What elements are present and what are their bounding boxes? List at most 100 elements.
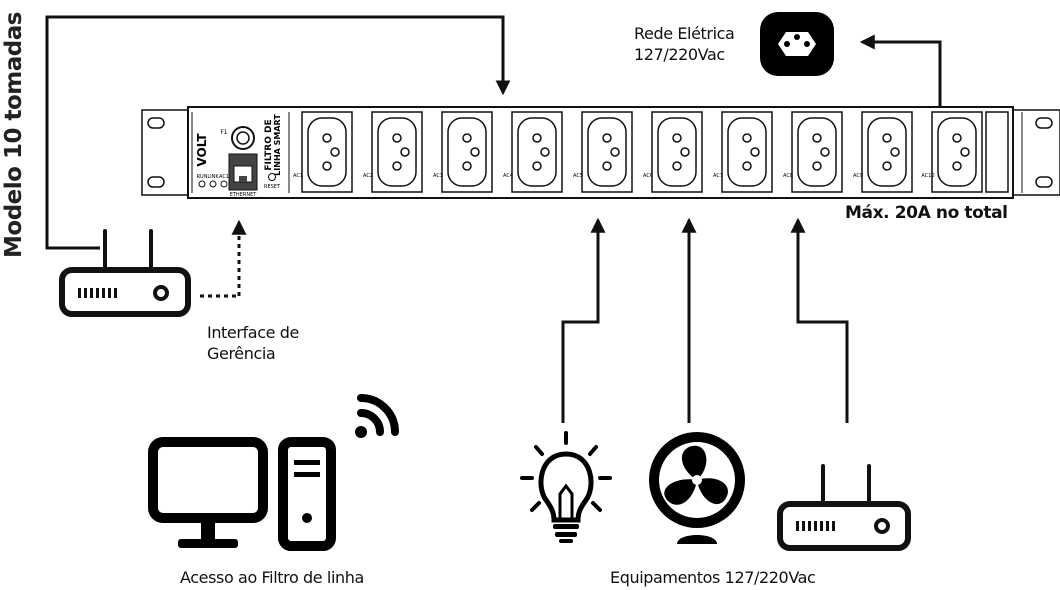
router-icon: [59, 229, 191, 317]
led-link-icon: [209, 180, 217, 188]
outlet-pin-icon: [462, 133, 472, 143]
outlet-label: AC4: [503, 173, 513, 179]
outlet-pin-icon: [540, 147, 550, 157]
outlet-socket-icon: [517, 117, 557, 187]
outlet-label: AC6: [643, 173, 653, 179]
strip-to-socket-arrow: [859, 34, 942, 108]
outlet-socket-icon: [657, 117, 697, 187]
wall-socket-icon: [760, 12, 834, 76]
led-label-run: RUN: [197, 174, 208, 180]
outlet-pin-icon: [602, 161, 612, 171]
management-interface-label: Interface de Gerência: [207, 322, 299, 364]
outlet-pin-icon: [882, 133, 892, 143]
outlet-label: AC1: [293, 173, 303, 179]
fan-icon: [649, 432, 745, 544]
led-label-ac1: AC1: [219, 174, 229, 180]
outlet-module: AC2: [363, 111, 423, 193]
outlet-pin-icon: [392, 161, 402, 171]
power-source-line2: 127/220Vac: [634, 45, 725, 64]
management-label-line1: Interface de: [207, 323, 299, 342]
light-bulb-icon: [520, 431, 612, 543]
mount-hole-icon: [1035, 176, 1053, 188]
outlet-module: AC8: [783, 111, 843, 193]
outlet-module: AC3: [433, 111, 493, 193]
fuse-label: F1: [220, 129, 227, 136]
outlet-label: AC7: [713, 173, 723, 179]
outlet-module: AC6: [643, 111, 703, 193]
outlet-pin-icon: [882, 161, 892, 171]
equipment-caption: Equipamentos 127/220Vac: [610, 568, 816, 587]
product-name-line2: LINHA SMART: [273, 114, 282, 176]
outlet-pin-icon: [532, 161, 542, 171]
outlet-module: AC7: [713, 111, 773, 193]
outlet-pin-icon: [952, 133, 962, 143]
lamp-to-strip-arrow: [561, 217, 606, 423]
outlet-label: AC2: [363, 173, 373, 179]
outlet-pin-icon: [742, 161, 752, 171]
management-label-line2: Gerência: [207, 344, 276, 363]
outlet-pin-icon: [610, 147, 620, 157]
outlet-pin-icon: [812, 161, 822, 171]
outlet-pin-icon: [470, 147, 480, 157]
outlet-socket-icon: [377, 117, 417, 187]
outlet-module: AC9: [853, 111, 913, 193]
outlet-socket-icon: [867, 117, 907, 187]
control-panel: VOLT F1 FILTRO DE LINHA SMART RUN LINK A…: [191, 112, 290, 198]
brand-logo: VOLT: [195, 133, 209, 167]
blank-panel: [985, 111, 1009, 193]
outlet-pin-icon: [322, 161, 332, 171]
router-to-strip-arrow: [45, 15, 511, 250]
reset-label: RESET: [264, 184, 281, 190]
outlet-pin-icon: [532, 133, 542, 143]
mount-hole-icon: [1035, 117, 1053, 129]
outlet-socket-icon: [797, 117, 837, 187]
outlet-pin-icon: [672, 161, 682, 171]
outlet-pin-icon: [812, 133, 822, 143]
outlet-pin-icon: [680, 147, 690, 157]
outlet-socket-icon: [307, 117, 347, 187]
wifi-icon: [355, 394, 399, 438]
outlet-socket-icon: [587, 117, 627, 187]
outlet-pin-icon: [330, 147, 340, 157]
outlet-socket-icon: [937, 117, 977, 187]
ethernet-label: ETHERNET: [230, 192, 258, 198]
outlet-pin-icon: [960, 147, 970, 157]
router-equipment-icon: [777, 464, 911, 551]
computer-tower-icon: [278, 437, 336, 551]
outlet-module: AC4: [503, 111, 563, 193]
outlet-label: AC9: [853, 173, 863, 179]
reset-button: [268, 173, 276, 181]
outlet-pin-icon: [602, 133, 612, 143]
outlet-pin-icon: [820, 147, 830, 157]
power-source-line1: Rede Elétrica: [634, 24, 735, 43]
outlet-pin-icon: [392, 133, 402, 143]
outlet-label: AC8: [783, 173, 793, 179]
outlet-pin-icon: [322, 133, 332, 143]
computer-monitor-icon: [148, 437, 268, 548]
outlet-socket-icon: [727, 117, 767, 187]
max-current-note: Máx. 20A no total: [845, 203, 1008, 223]
outlet-pin-icon: [890, 147, 900, 157]
led-run-icon: [198, 180, 206, 188]
connections: [45, 15, 942, 423]
product-name-line1: FILTRO DE: [264, 119, 274, 170]
outlet-pin-icon: [462, 161, 472, 171]
led-label-link: LINK: [207, 174, 219, 180]
outlet-module: AC5: [573, 111, 633, 193]
outlet-label: AC10: [921, 173, 934, 179]
outlet-socket-icon: [447, 117, 487, 187]
outlet-label: AC5: [573, 173, 583, 179]
vertical-title: Modelo 10 tomadas: [1, 12, 27, 258]
router-equipment-to-strip-arrow: [790, 217, 849, 423]
outlet-pin-icon: [750, 147, 760, 157]
outlet-pin-icon: [400, 147, 410, 157]
led-ac1-icon: [220, 180, 228, 188]
outlet-pin-icon: [952, 161, 962, 171]
outlet-module: AC1: [293, 111, 353, 193]
outlet-module: AC10: [921, 111, 983, 193]
mount-hole-icon: [147, 117, 165, 129]
computer-caption: Acesso ao Filtro de linha: [180, 568, 364, 587]
outlet-pin-icon: [672, 133, 682, 143]
